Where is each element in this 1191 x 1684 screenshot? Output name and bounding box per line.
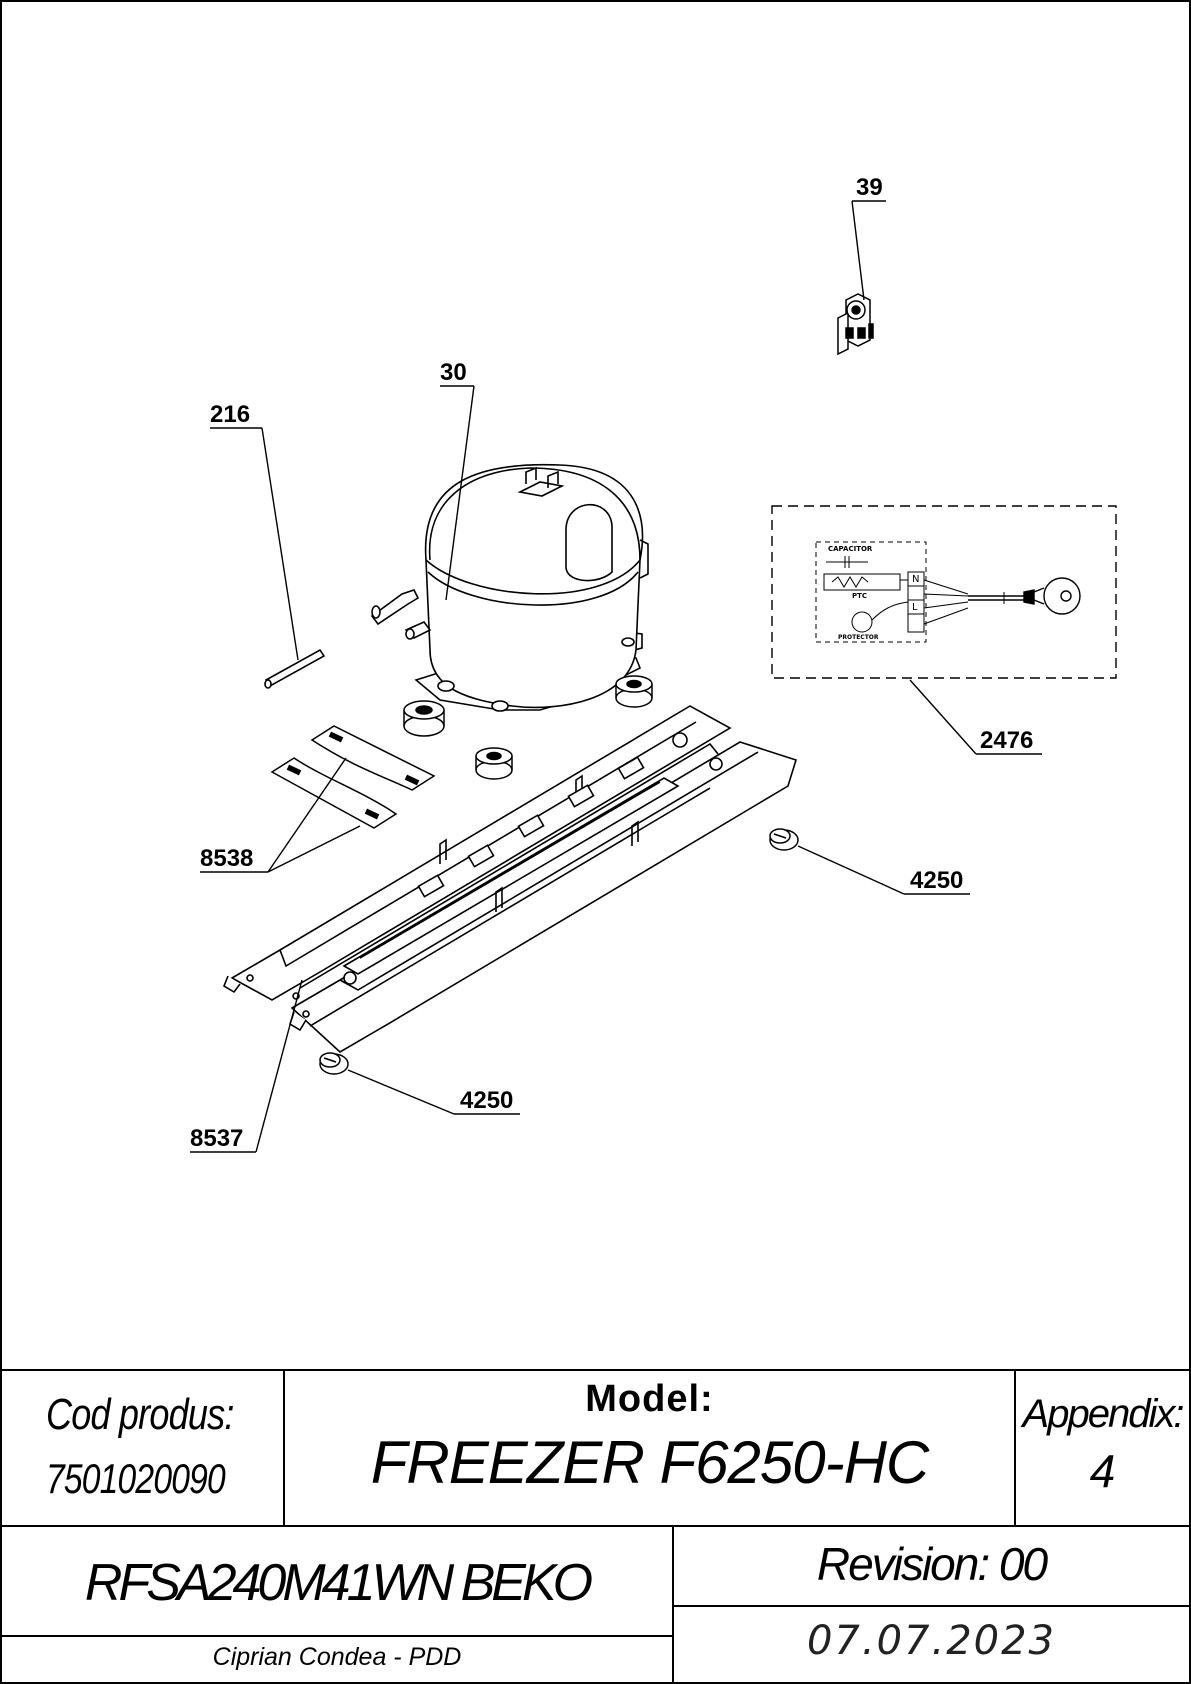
callout-39: 39	[856, 174, 883, 201]
callout-216: 216	[210, 401, 251, 428]
model-label: Model:	[585, 1378, 714, 1420]
leader-8538	[200, 757, 361, 873]
leader-30	[440, 385, 475, 601]
callout-8537: 8537	[190, 1125, 244, 1152]
wiring-terminal-n: N	[912, 574, 920, 585]
product-name: RFSA240M41WN BEKO	[84, 1554, 593, 1612]
revision: Revision: 00	[816, 1538, 1048, 1590]
part-4250-washer-upper	[769, 828, 799, 851]
model-value: FREEZER F6250-HC	[370, 1429, 929, 1496]
leader-4250-upper	[797, 845, 970, 895]
wiring-protector-label: PROTECTOR	[838, 634, 879, 641]
cod-produs-label: Cod produs:	[46, 1390, 234, 1439]
appendix-value: 4	[1089, 1445, 1116, 1497]
title-block-grid	[1, 1369, 1190, 1683]
leader-39	[851, 200, 886, 301]
leader-216	[210, 427, 299, 661]
callout-2476: 2476	[980, 727, 1034, 754]
callout-8538: 8538	[200, 845, 254, 872]
appendix-label: Appendix:	[1022, 1392, 1185, 1436]
callout-30: 30	[440, 359, 467, 386]
date: 07.07.2023	[806, 1618, 1057, 1664]
part-8538-plates	[270, 725, 436, 829]
author: Ciprian Condea - PDD	[212, 1643, 462, 1671]
grommets	[403, 675, 653, 780]
cod-produs-value: 7501020090	[46, 1455, 226, 1502]
part-216-pin	[264, 648, 326, 689]
wiring-ptc-label: PTC	[852, 592, 868, 600]
part-4250-washer-lower	[319, 1052, 349, 1075]
callout-4250-lower: 4250	[460, 1087, 514, 1114]
callout-4250-upper: 4250	[910, 867, 964, 894]
leader-8537	[190, 979, 303, 1153]
part-30-compressor	[370, 463, 649, 712]
leader-2476	[909, 679, 1042, 755]
wiring-terminal-l: L	[912, 602, 918, 613]
part-2476-wiring-box	[771, 505, 1117, 679]
part-39-starter-relay	[837, 293, 874, 356]
wiring-capacitor-label: CAPACITOR	[828, 545, 873, 553]
leader-4250-lower	[347, 1069, 520, 1115]
